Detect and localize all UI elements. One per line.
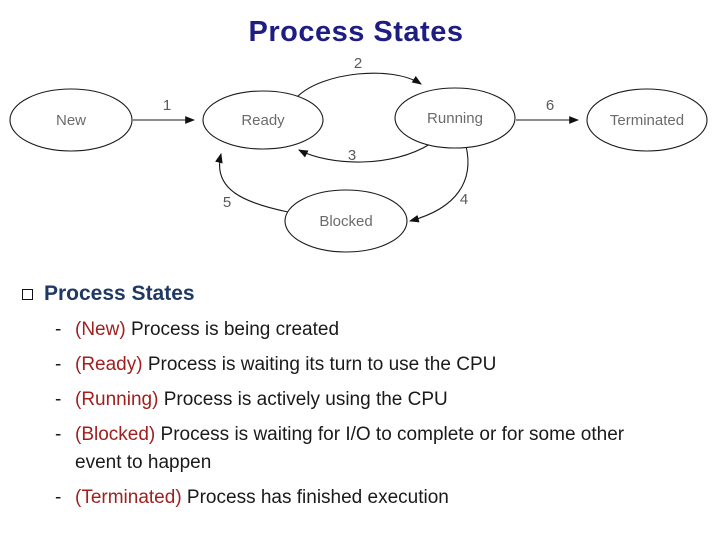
transition-number-5: 5 [223,194,231,211]
transition-arrow-5 [215,152,289,213]
state-description: Process has finished execution [181,487,449,508]
dash-bullet: - [55,487,62,508]
list-item-text: (Blocked) Process is waiting for I/O to … [75,421,635,477]
dash-bullet: - [55,319,62,340]
state-term: (Running) [75,389,159,410]
state-term: (Blocked) [75,424,156,445]
state-description: Process is being created [125,319,340,340]
state-description: Process is actively using the CPU [158,389,448,410]
section-heading: Process States [44,282,195,305]
bullet-list: - (New) Process is being created - (Read… [55,316,712,512]
transition-arrow-2 [296,72,422,98]
transition-number-2: 2 [354,55,362,72]
state-label-blocked: Blocked [319,213,372,230]
list-item: - (Terminated) Process has finished exec… [55,484,712,512]
state-description: Process is waiting its turn to use the C… [142,354,497,375]
list-item: - (Ready) Process is waiting its turn to… [55,351,712,379]
state-term: (New) [75,319,126,340]
state-label-running: Running [427,110,483,127]
state-label-new: New [56,112,86,129]
list-item-text: (Ready) Process is waiting its turn to u… [75,351,496,379]
state-label-terminated: Terminated [610,112,684,129]
list-item: - (Blocked) Process is waiting for I/O t… [55,421,712,477]
transition-number-6: 6 [546,97,554,114]
transition-arrow-4 [408,145,469,223]
state-node-ready [202,90,324,150]
transition-number-1: 1 [163,97,171,114]
dash-bullet: - [55,389,62,410]
list-item-text: (New) Process is being created [75,316,339,344]
state-node-blocked [284,189,408,253]
list-item: - (Running) Process is actively using th… [55,386,712,414]
transition-number-4: 4 [460,191,468,208]
dash-bullet: - [55,354,62,375]
section-heading-row: Process States [22,282,712,306]
square-bullet-icon [22,288,33,300]
list-item: - (New) Process is being created [55,316,712,344]
state-description: Process is waiting for I/O to complete o… [75,424,625,473]
state-label-ready: Ready [241,112,285,129]
list-item-text: (Running) Process is actively using the … [75,386,448,414]
transition-arrow-3 [298,143,431,163]
slide-title: Process States [248,16,464,48]
transition-number-3: 3 [348,147,356,164]
slide-body: Process States - (New) Process is being … [22,282,712,519]
dash-bullet: - [55,424,62,445]
state-diagram: New Ready Running Terminated Blocked 1 2… [9,55,708,253]
state-node-new [9,88,133,152]
state-node-terminated [586,88,708,152]
state-term: (Ready) [75,354,143,375]
state-node-running [394,87,516,149]
state-term: (Terminated) [75,487,182,508]
list-item-text: (Terminated) Process has finished execut… [75,484,449,512]
